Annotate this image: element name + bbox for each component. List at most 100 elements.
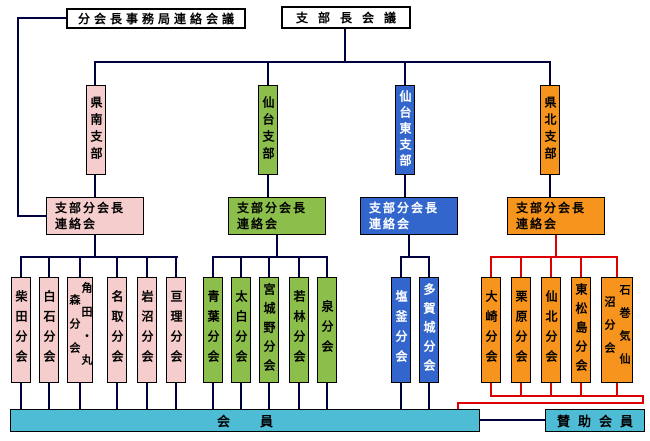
- division-box: 岩沼分会: [137, 277, 157, 383]
- connector-line: [400, 383, 402, 409]
- connector-line: [400, 256, 402, 277]
- connector-line: [79, 256, 81, 277]
- council-box-sendai: 支部分会長 連絡会: [228, 197, 326, 235]
- division-box: 塩釜分会: [391, 277, 411, 383]
- connector-line: [479, 419, 546, 421]
- members-box: 会員: [10, 409, 480, 432]
- connector-line: [298, 383, 300, 409]
- connector-line: [17, 17, 19, 217]
- connector-line: [79, 383, 81, 409]
- connector-line: [490, 256, 618, 258]
- connector-line: [48, 256, 50, 277]
- connector-line: [298, 256, 300, 277]
- connector-line: [490, 383, 492, 397]
- council-box-kennan: 支部分会長 連絡会: [46, 197, 144, 235]
- connector-line: [457, 402, 459, 410]
- connector-line: [490, 256, 492, 277]
- division-box: 多賀城分会: [419, 277, 439, 383]
- connector-line: [268, 383, 270, 409]
- branch-box-sendai: 仙台支部: [258, 85, 278, 175]
- connector-line: [20, 256, 178, 258]
- connector-line: [580, 383, 582, 397]
- connector-line: [18, 17, 66, 19]
- connector-line: [616, 256, 618, 277]
- connector-line: [116, 256, 118, 277]
- division-box: 泉分会: [317, 277, 337, 383]
- council-label-line1: 支部分会長: [516, 201, 587, 215]
- division-box: 名取分会: [107, 277, 127, 383]
- council-label-line2: 連絡会: [55, 217, 98, 231]
- division-box: 栗原分会: [511, 277, 531, 383]
- connector-line: [48, 383, 50, 409]
- connector-line: [404, 61, 406, 85]
- council-label-line2: 連絡会: [516, 217, 559, 231]
- council-label-line1: 支部分会長: [237, 201, 308, 215]
- connector-line: [326, 383, 328, 409]
- connector-line: [116, 383, 118, 409]
- connector-line: [212, 383, 214, 409]
- division-box: 仙北分会: [541, 277, 561, 383]
- connector-line: [400, 256, 430, 258]
- connector-line: [17, 215, 47, 217]
- branch-box-sendai-higashi: 仙台東支部: [395, 85, 415, 175]
- connector-line: [268, 256, 270, 277]
- connector-line: [276, 235, 278, 257]
- connector-line: [550, 256, 552, 277]
- connector-line: [555, 235, 557, 257]
- division-box: 宮城野分会: [259, 277, 279, 383]
- connector-line: [240, 383, 242, 409]
- division-box: 亘理分会: [166, 277, 186, 383]
- connector-line: [20, 256, 22, 277]
- connector-line: [404, 175, 406, 197]
- connector-line: [146, 383, 148, 409]
- connector-line: [175, 256, 177, 277]
- connector-line: [267, 175, 269, 197]
- connector-line: [408, 235, 410, 257]
- council-label-line2: 連絡会: [369, 217, 412, 231]
- secretariat-meeting-box: 分会長事務局連絡会議: [66, 8, 246, 29]
- connector-line: [20, 383, 22, 409]
- division-box: 柴田分会: [11, 277, 31, 383]
- council-label-line1: 支部分会長: [55, 201, 126, 215]
- connector-line: [326, 256, 328, 277]
- connector-line: [94, 61, 551, 63]
- connector-line: [240, 256, 242, 277]
- connector-line: [146, 256, 148, 277]
- connector-line: [212, 256, 214, 277]
- division-box: 石巻気仙沼分会: [601, 277, 633, 383]
- division-box: 太白分会: [231, 277, 251, 383]
- connector-line: [520, 383, 522, 397]
- connector-line: [520, 256, 522, 277]
- division-box: 青葉分会: [203, 277, 223, 383]
- council-label-line2: 連絡会: [237, 217, 280, 231]
- connector-line: [212, 256, 328, 258]
- connector-line: [94, 235, 96, 257]
- connector-line: [549, 61, 551, 85]
- division-box: 若林分会: [289, 277, 309, 383]
- council-box-kenpoku: 支部分会長 連絡会: [507, 197, 605, 235]
- connector-line: [428, 383, 430, 409]
- division-box: 角田・丸森分会: [67, 277, 93, 383]
- connector-line: [428, 256, 430, 277]
- connector-line: [94, 175, 96, 197]
- branch-box-kenpoku: 県北支部: [540, 85, 560, 175]
- division-box: 大崎分会: [481, 277, 501, 383]
- division-box: 白石分会: [39, 277, 59, 383]
- connector-line: [94, 61, 96, 85]
- connector-line: [550, 383, 552, 397]
- connector-line: [580, 256, 582, 277]
- division-box: 東松島分会: [571, 277, 591, 383]
- branch-chiefs-meeting-box: 支部長会議: [281, 6, 411, 29]
- council-box-sendai-higashi: 支部分会長 連絡会: [360, 197, 458, 235]
- connector-line: [616, 383, 618, 397]
- supporting-members-box: 賛助会員: [545, 409, 645, 432]
- connector-line: [642, 395, 644, 404]
- branch-box-kennan: 県南支部: [86, 85, 106, 175]
- connector-line: [549, 175, 551, 197]
- connector-line: [267, 61, 269, 85]
- connector-line: [344, 29, 346, 62]
- connector-line: [175, 383, 177, 409]
- connector-line: [490, 395, 644, 397]
- council-label-line1: 支部分会長: [369, 201, 440, 215]
